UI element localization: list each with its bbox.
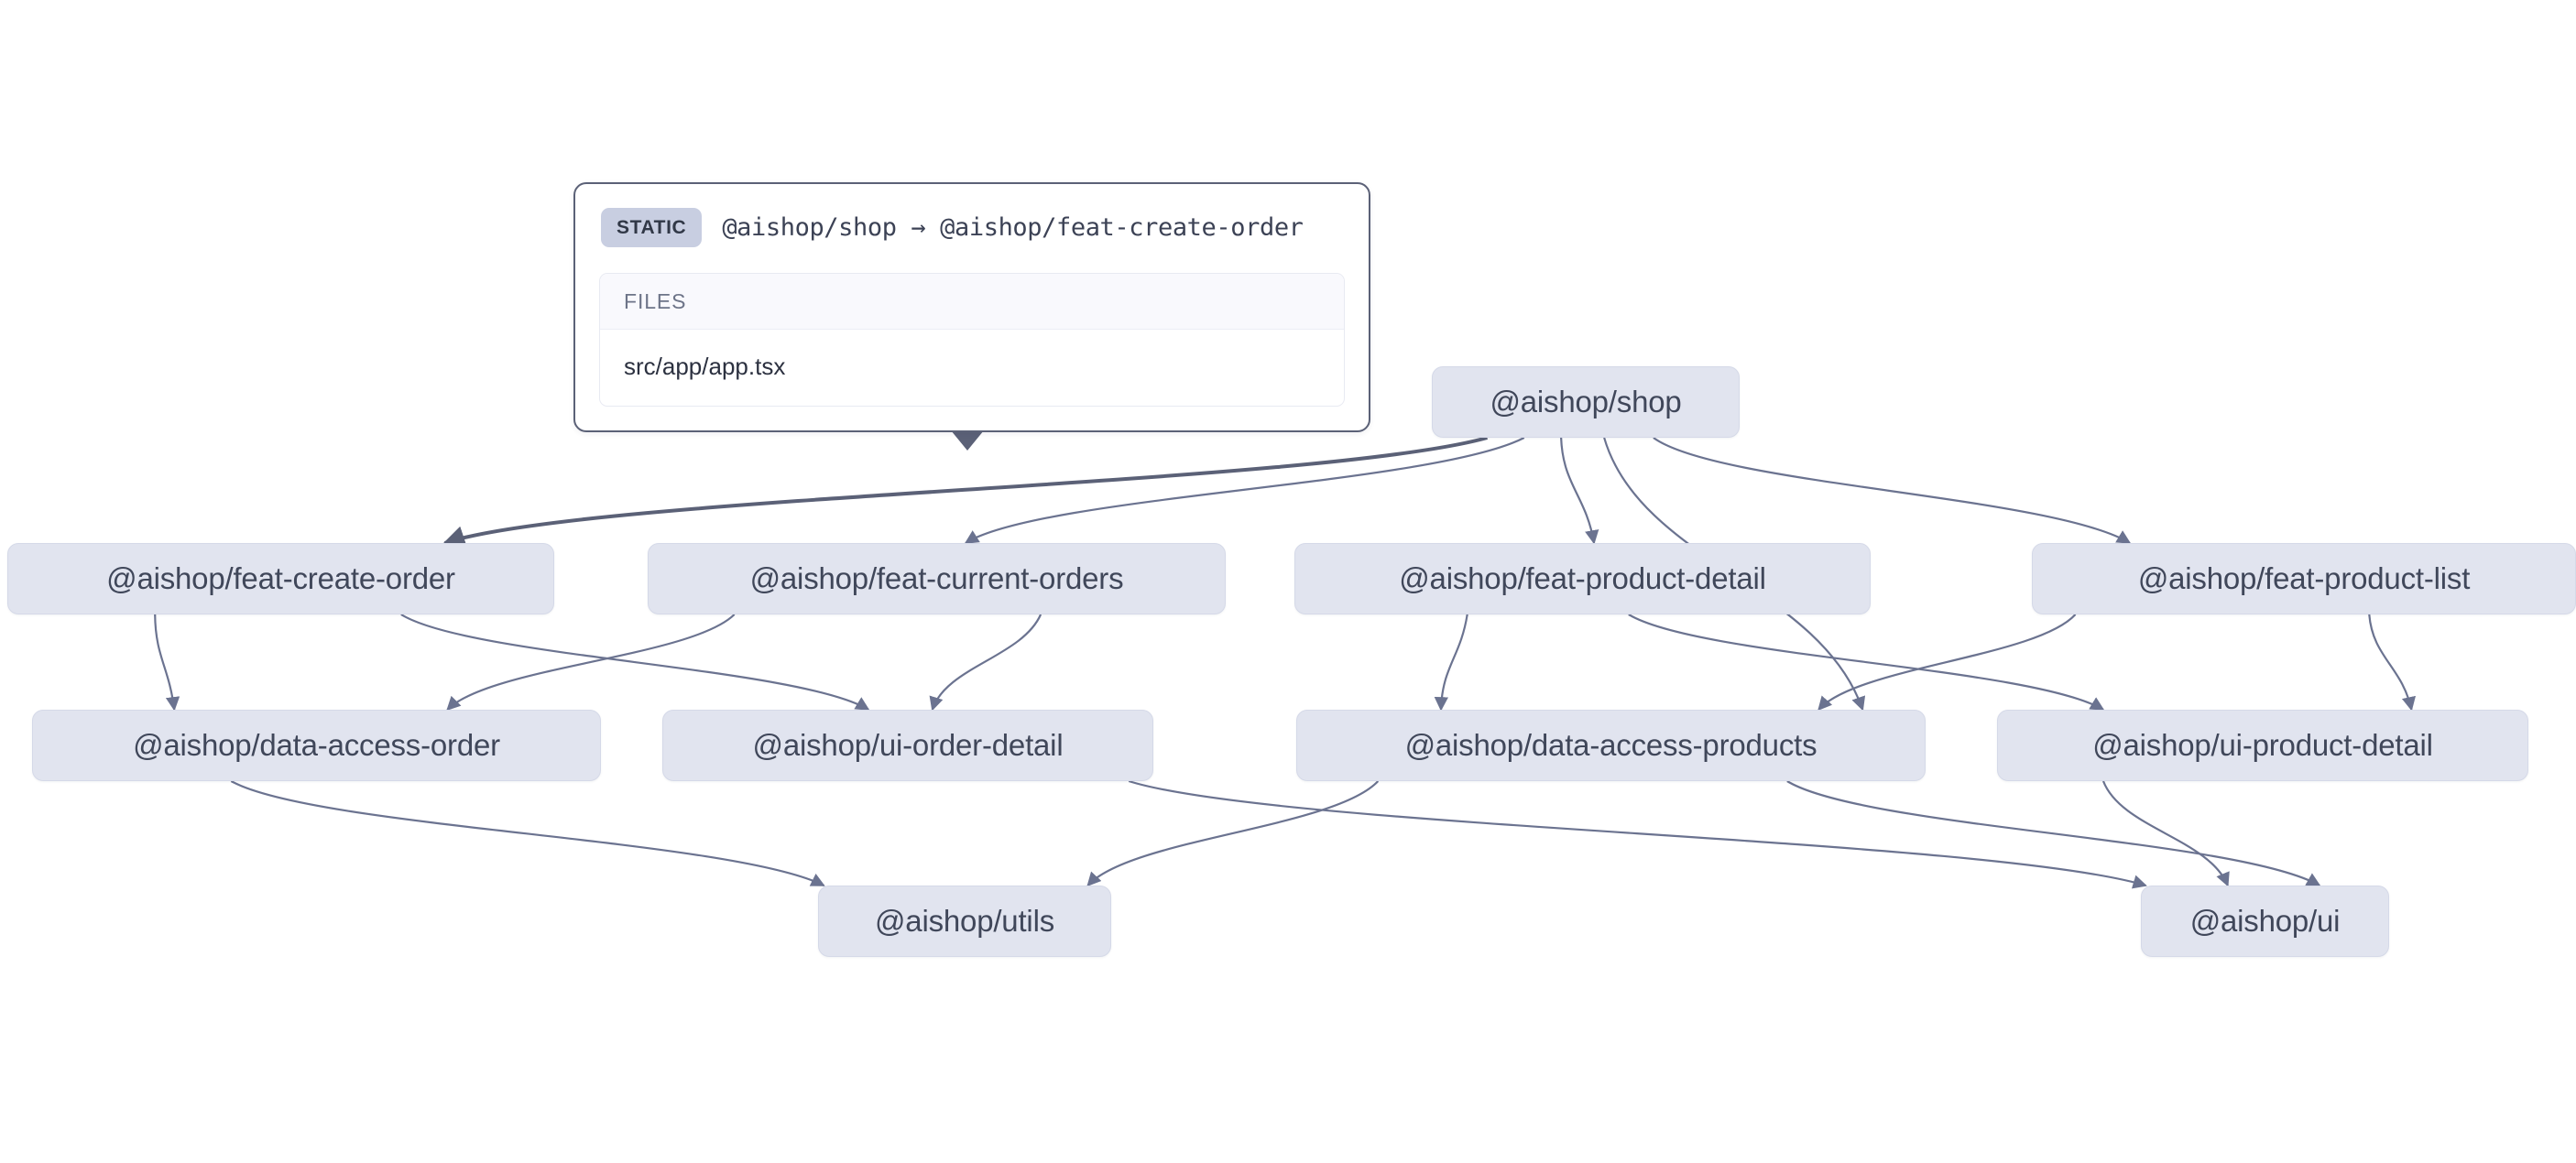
graph-node-label: @aishop/feat-product-detail — [1399, 561, 1766, 595]
tooltip-title: @aishop/shop → @aishop/feat-create-order — [722, 213, 1304, 242]
graph-edge-shop-to-feat-create-order[interactable] — [442, 436, 1489, 548]
graph-node-label: @aishop/ui — [2189, 904, 2341, 938]
graph-edge-ui-order-detail-to-ui[interactable] — [1128, 779, 2147, 889]
graph-node-label: @aishop/feat-product-list — [2137, 561, 2471, 595]
graph-node-label: @aishop/ui-order-detail — [752, 728, 1064, 762]
graph-node-label: @aishop/data-access-order — [133, 728, 500, 762]
graph-node-ui[interactable]: @aishop/ui — [2141, 886, 2389, 957]
graph-edge-feat-product-detail-to-ui-product-detail[interactable] — [1628, 614, 2105, 711]
graph-node-label: @aishop/feat-create-order — [106, 561, 455, 595]
edge-detail-tooltip[interactable]: STATIC @aishop/shop → @aishop/feat-creat… — [573, 182, 1370, 432]
graph-edge-feat-product-list-to-ui-product-detail[interactable] — [2368, 614, 2417, 712]
graph-edge-feat-create-order-to-data-access-order[interactable] — [154, 614, 180, 712]
graph-node-shop[interactable]: @aishop/shop — [1432, 366, 1740, 438]
graph-node-data-access-products[interactable]: @aishop/data-access-products — [1296, 710, 1926, 781]
graph-node-feat-product-list[interactable]: @aishop/feat-product-list — [2032, 543, 2576, 614]
graph-node-label: @aishop/shop — [1490, 385, 1682, 418]
graph-edge-feat-create-order-to-ui-order-detail[interactable] — [400, 614, 870, 711]
graph-edge-shop-to-feat-product-detail[interactable] — [1560, 437, 1599, 545]
graph-edge-feat-product-detail-to-data-access-products[interactable] — [1434, 614, 1468, 712]
highlighted-edge-arrowhead — [951, 430, 984, 451]
graph-node-utils[interactable]: @aishop/utils — [818, 886, 1111, 957]
graph-node-label: @aishop/data-access-products — [1404, 728, 1817, 762]
graph-edge-shop-to-feat-current-orders[interactable] — [964, 437, 1525, 544]
graph-node-label: @aishop/ui-product-detail — [2092, 728, 2433, 762]
graph-edge-data-access-products-to-utils[interactable] — [1086, 780, 1380, 887]
graph-node-ui-product-detail[interactable]: @aishop/ui-product-detail — [1997, 710, 2528, 781]
graph-node-data-access-order[interactable]: @aishop/data-access-order — [32, 710, 601, 781]
tooltip-header: STATIC @aishop/shop → @aishop/feat-creat… — [599, 204, 1345, 256]
status-badge: STATIC — [601, 208, 703, 247]
graph-node-feat-create-order[interactable]: @aishop/feat-create-order — [7, 543, 554, 614]
file-list-item[interactable]: src/app/app.tsx — [624, 353, 786, 380]
files-section: FILES src/app/app.tsx — [599, 273, 1345, 407]
graph-edge-feat-product-list-to-data-access-products[interactable] — [1817, 614, 2077, 712]
graph-edge-feat-current-orders-to-ui-order-detail[interactable] — [929, 614, 1042, 712]
graph-edge-feat-current-orders-to-data-access-order[interactable] — [446, 614, 736, 712]
graph-edge-data-access-products-to-ui[interactable] — [1786, 780, 2321, 886]
graph-edge-data-access-order-to-utils[interactable] — [230, 780, 825, 886]
graph-node-feat-product-detail[interactable]: @aishop/feat-product-detail — [1294, 543, 1871, 614]
graph-node-label: @aishop/feat-current-orders — [749, 561, 1124, 595]
graph-edge-shop-to-feat-product-list[interactable] — [1653, 437, 2132, 544]
graph-node-ui-order-detail[interactable]: @aishop/ui-order-detail — [662, 710, 1153, 781]
graph-node-label: @aishop/utils — [875, 904, 1054, 938]
graph-edge-ui-product-detail-to-ui[interactable] — [2101, 780, 2230, 887]
files-section-label: FILES — [600, 274, 1344, 330]
graph-node-feat-current-orders[interactable]: @aishop/feat-current-orders — [648, 543, 1226, 614]
